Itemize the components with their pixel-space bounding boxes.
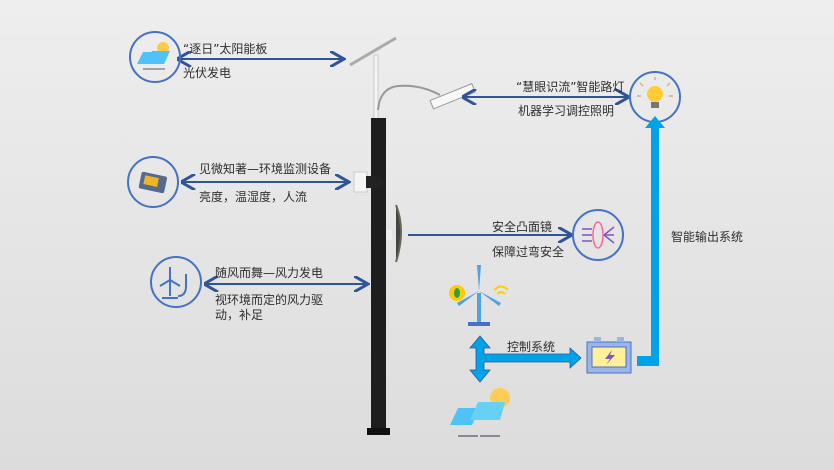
wind-turbine-illustration (449, 265, 509, 326)
solar-panel-icon (129, 31, 181, 83)
sensor-title: 见微知著—环境监测设备 (199, 162, 332, 176)
wind-desc-2: 动，补足 (215, 308, 264, 322)
sensor-desc: 亮度，温湿度，人流 (199, 190, 308, 204)
street-lamp-pole (349, 36, 476, 435)
solar-panels-illustration (450, 388, 510, 437)
solar-title: “逐日”太阳能板 (183, 42, 268, 56)
battery-icon (586, 337, 632, 374)
convex-mirror-icon (572, 209, 624, 261)
solar-desc: 光伏发电 (183, 66, 232, 80)
smart-output-label: 智能输出系统 (671, 230, 744, 244)
mirror-desc: 保障过弯安全 (492, 245, 565, 259)
lamp-desc: 机器学习调控照明 (518, 104, 615, 118)
wind-turbine-icon (150, 256, 202, 308)
wind-desc-1: 视环境而定的风力驱 (215, 293, 324, 307)
smart-output-arrow (637, 116, 665, 366)
lamp-title: “慧眼识流”智能路灯 (516, 80, 625, 94)
control-system-label: 控制系统 (507, 340, 556, 354)
wind-title: 随风而舞—风力发电 (215, 266, 324, 280)
mirror-title: 安全凸面镜 (492, 220, 553, 234)
sensor-device-icon (127, 156, 179, 208)
control-system-arrow (469, 335, 582, 383)
